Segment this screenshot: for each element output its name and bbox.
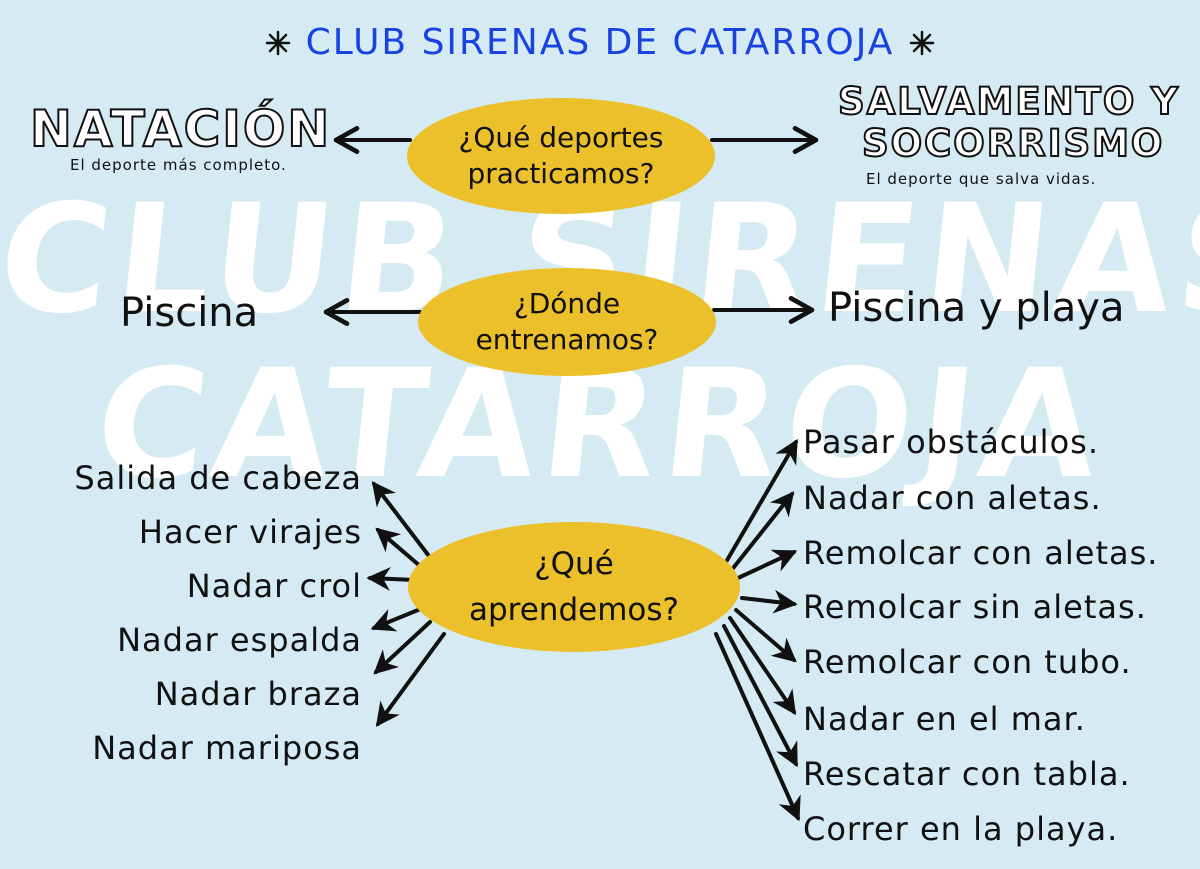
salvamento-title-line-2: SOCORRISMO bbox=[861, 121, 1165, 166]
question-where-line-1: ¿Dónde bbox=[513, 287, 621, 320]
learn-left-item: Nadar espalda bbox=[117, 621, 362, 659]
learn-right-item: Rescatar con tabla. bbox=[803, 755, 1131, 793]
question-learn-line-2: aprendemos? bbox=[469, 592, 679, 628]
learn-right-item: Remolcar con tubo. bbox=[803, 643, 1132, 681]
learn-right-item: Remolcar con aletas. bbox=[803, 534, 1159, 572]
arrow-learn-left bbox=[366, 566, 416, 591]
learn-left-item: Nadar crol bbox=[186, 567, 362, 605]
arrow-learn-left bbox=[375, 632, 446, 727]
question-where-node: ¿Dónde entrenamos? bbox=[418, 268, 716, 376]
arrow-learn-right bbox=[724, 438, 798, 564]
arrow-learn-right bbox=[714, 632, 801, 822]
arrow-learn-left bbox=[371, 481, 434, 562]
location-right: Piscina y playa bbox=[828, 285, 1125, 331]
salvamento-caption: El deporte que salva vidas. bbox=[866, 170, 1097, 188]
arrow-learn-right bbox=[728, 616, 797, 715]
question-learn-line-1: ¿Qué bbox=[534, 546, 614, 582]
arrow-learn-right bbox=[734, 608, 797, 663]
question-learn-node: ¿Qué aprendemos? bbox=[408, 522, 740, 652]
salvamento-title-line-1: SALVAMENTO Y bbox=[837, 79, 1180, 124]
arrow-learn-left bbox=[370, 608, 420, 632]
star-icon bbox=[265, 30, 290, 55]
learn-left-item: Salida de cabeza bbox=[74, 459, 362, 497]
question-sports-line-2: practicamos? bbox=[467, 157, 655, 190]
arrow-learn-left bbox=[375, 527, 422, 568]
arrow-learn-right bbox=[736, 549, 798, 580]
arrow-learn-right bbox=[722, 624, 798, 768]
learn-right-item: Nadar en el mar. bbox=[803, 700, 1086, 738]
star-icon bbox=[910, 30, 935, 55]
page-title: CLUB SIRENAS DE CATARROJA bbox=[0, 22, 1200, 63]
learn-right-item: Correr en la playa. bbox=[803, 810, 1119, 848]
arrow-learn-left bbox=[373, 620, 432, 675]
question-sports-node: ¿Qué deportes practicamos? bbox=[407, 98, 715, 214]
question-where-line-2: entrenamos? bbox=[475, 323, 659, 356]
learn-right-item: Pasar obstáculos. bbox=[803, 423, 1099, 461]
club-title: CLUB SIRENAS DE CATARROJA bbox=[305, 22, 895, 63]
arrow-learn-right bbox=[740, 589, 798, 614]
learn-right-item: Nadar con aletas. bbox=[803, 479, 1102, 517]
location-left: Piscina bbox=[120, 290, 259, 336]
learn-left-item: Hacer virajes bbox=[138, 513, 362, 551]
learn-left-item: Nadar mariposa bbox=[92, 729, 362, 767]
learn-left-item: Nadar braza bbox=[154, 675, 362, 713]
natacion-title: NATACIÓN bbox=[29, 99, 332, 159]
question-sports-line-1: ¿Qué deportes bbox=[458, 121, 664, 154]
learn-right-item: Remolcar sin aletas. bbox=[803, 588, 1147, 626]
natacion-caption: El deporte más completo. bbox=[70, 156, 287, 174]
arrow-learn-right bbox=[728, 491, 795, 574]
